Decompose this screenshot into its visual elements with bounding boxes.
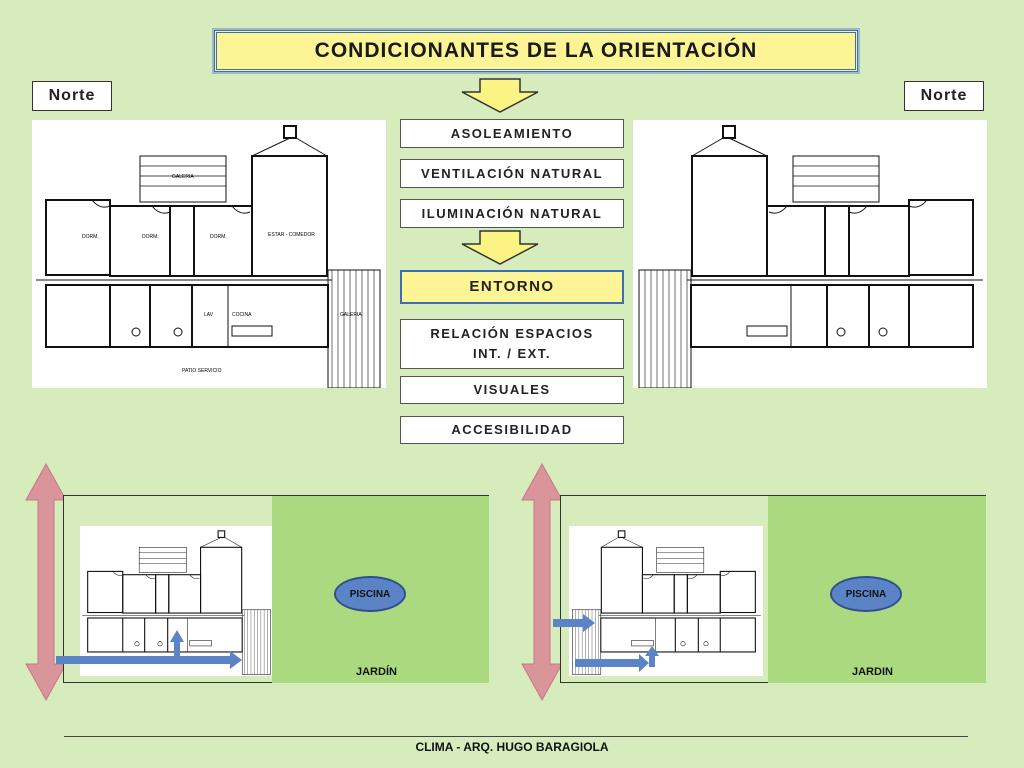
north-label-left: Norte — [32, 81, 112, 111]
floor-plan-left: DORM. DORM. DORM. ESTAR - COMEDOR GALERI… — [32, 120, 386, 389]
garden-label-left: JARDÍN — [356, 666, 397, 678]
north-south-arrow-icon-right — [521, 462, 563, 702]
room-label: GALERIA — [340, 312, 362, 318]
down-arrow-icon — [461, 78, 539, 113]
down-arrow-icon-2 — [461, 230, 539, 265]
room-label: PATIO SERVICIO — [182, 368, 222, 374]
site-plan-right — [569, 526, 763, 676]
entorno-visuales: VISUALES — [400, 376, 624, 404]
site-diagram-right: PISCINA JARDIN — [553, 495, 986, 683]
site-diagram-left: PISCINA JARDÍN — [56, 495, 489, 683]
footer-divider — [64, 736, 968, 737]
garden-area-left: PISCINA JARDÍN — [272, 496, 489, 683]
floor-plan-right — [633, 120, 987, 389]
access-arrows-icon-right — [553, 614, 659, 672]
room-label: DORM. — [210, 234, 227, 240]
entorno-relacion-espacios: RELACIÓN ESPACIOS INT. / EXT. — [400, 319, 624, 369]
entorno-relacion-line2: INT. / EXT. — [473, 346, 551, 361]
garden-label-right: JARDIN — [852, 666, 893, 678]
factor-asoleamiento: ASOLEAMIENTO — [400, 119, 624, 148]
room-label: DORM. — [82, 234, 99, 240]
north-label-right: Norte — [904, 81, 984, 111]
entorno-box: ENTORNO — [400, 270, 624, 304]
north-south-arrow-icon-left — [25, 462, 67, 702]
room-label: COCINA — [232, 312, 252, 318]
room-label: GALERIA — [172, 174, 194, 180]
room-label: ESTAR - COMEDOR — [268, 232, 315, 238]
room-label: LAV — [204, 312, 214, 318]
factor-iluminacion: ILUMINACIÓN NATURAL — [400, 199, 624, 228]
room-label: DORM. — [142, 234, 159, 240]
page-title: CONDICIONANTES DE LA ORIENTACIÓN — [214, 30, 858, 72]
factor-ventilacion: VENTILACIÓN NATURAL — [400, 159, 624, 188]
footer-credit: CLIMA - ARQ. HUGO BARAGIOLA — [415, 740, 609, 754]
entorno-accesibilidad: ACCESIBILIDAD — [400, 416, 624, 444]
entorno-relacion-line1: RELACIÓN ESPACIOS — [430, 326, 594, 341]
access-arrows-icon-left — [56, 630, 242, 669]
pool-left: PISCINA — [334, 576, 406, 612]
garden-area-right: PISCINA JARDIN — [768, 496, 986, 683]
pool-right: PISCINA — [830, 576, 902, 612]
